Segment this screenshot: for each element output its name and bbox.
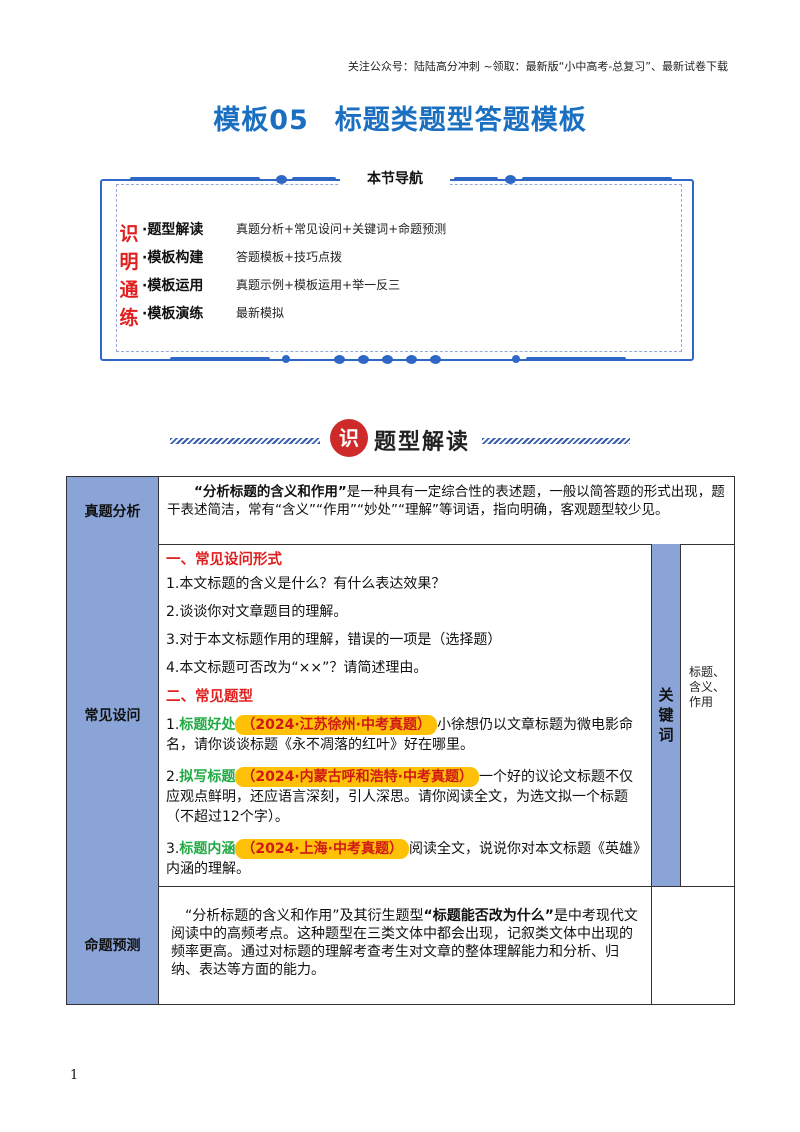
keyword-value: 标题、含义、作用 (689, 665, 726, 709)
type-item: 3.标题内涵（2024·上海·中考真题）阅读全文，说说你对本文标题《英雄》内涵的… (166, 839, 642, 879)
row1-text: 是一种具有一定综合性的表述题，一般以简答题的形式出现，题干表述简洁，常有“含义”… (167, 484, 725, 518)
nav-item-desc: 最新模拟 (236, 306, 285, 320)
sec1-title-text: 一、常见设问形式 (166, 552, 282, 568)
nav-item: ·模板演练 最新模拟 (142, 306, 285, 322)
nav-bottom-dot (282, 355, 290, 363)
nav-bottom-deco-line (170, 357, 270, 361)
nav-bottom-dot (382, 355, 393, 364)
type-item: 2.拟写标题（2024·内蒙古呼和浩特·中考真题）一个好的议论文标题不仅应观点鲜… (166, 767, 642, 827)
banner-stripe-right (482, 438, 630, 444)
nav-deco-line-mid-right (454, 177, 498, 181)
sec2-title: 二、常见题型 (166, 685, 253, 706)
type-name: 拟写标题 (179, 769, 236, 785)
row-label: 常见设问 (67, 544, 159, 886)
side-char: 识 (119, 223, 139, 245)
source-badge: （2024·江苏徐州·中考真题） (235, 715, 437, 735)
row-divider (67, 544, 734, 545)
nav-deco-line-left (130, 177, 260, 181)
source-badge: （2024·内蒙古呼和浩特·中考真题） (235, 767, 479, 787)
sec2-title-text: 二、常见题型 (166, 689, 253, 705)
nav-bottom-dot (406, 355, 417, 364)
question-item: 4.本文标题可否改为“××”？请简述理由。 (166, 660, 428, 676)
side-char: 明 (119, 251, 139, 273)
nav-side-chars: 识 明 通 练 (116, 220, 142, 332)
nav-deco-line-right (522, 177, 672, 181)
row3-text-a: “分析标题的含义和作用”及其衍生题型 (185, 908, 424, 924)
question-item: 1.本文标题的含义是什么？有什么表达效果？ (166, 576, 446, 592)
page-number: 1 (70, 1068, 79, 1083)
nav-bottom-dot (512, 355, 520, 363)
nav-item-label: 题型解读 (147, 222, 204, 238)
type-text: 阅读全文，说说你对本文标题《英雄》内涵的理解。 (166, 841, 640, 877)
keyword-label-cell: 关键词 (651, 544, 681, 886)
nav-inner-border (116, 184, 682, 352)
type-name: 标题好处 (179, 717, 236, 733)
row3-bold-mid: “标题能否改为什么” (423, 908, 554, 924)
banner-stripe-left (170, 438, 320, 444)
type-item: 1.标题好处（2024·江苏徐州·中考真题）小徐想仍以文章标题为微电影命名，请你… (166, 715, 642, 755)
nav-title: 本节导航 (340, 167, 450, 191)
nav-item-desc: 真题示例+模板运用+举一反三 (236, 278, 401, 292)
section-banner: 识 题型解读 (170, 418, 630, 462)
title-part1: 模板05 (213, 105, 309, 136)
banner-seal-icon: 识 (330, 419, 368, 457)
nav-item-label: 模板构建 (147, 250, 204, 266)
row-divider (67, 886, 734, 887)
type-name: 标题内涵 (179, 841, 236, 857)
side-char: 通 (119, 279, 139, 301)
nav-bottom-deco-line (526, 357, 626, 361)
type-num: 1. (166, 717, 180, 733)
title-part2: 标题类题型答题模板 (334, 105, 587, 136)
keyword-label: 关键词 (658, 686, 674, 744)
type-num: 3. (166, 841, 180, 857)
row-label: 真题分析 (67, 477, 159, 544)
sec1-title: 一、常见设问形式 (166, 548, 282, 569)
nav-bottom-dot (334, 355, 345, 364)
nav-deco-dot (505, 175, 516, 184)
type-text: 小徐想仍以文章标题为微电影命名，请你谈谈标题《永不凋落的红叶》好在哪里。 (166, 717, 633, 753)
nav-item-label: 模板运用 (147, 278, 204, 294)
row1-bold-lead: “分析标题的含义和作用” (194, 484, 347, 500)
type-text: 一个好的议论文标题不仅应观点鲜明，还应语言深刻，引人深思。请你阅读全文，为选文拟… (166, 769, 633, 825)
banner-title: 题型解读 (374, 429, 471, 455)
page-title: 模板05 标题类题型答题模板 (0, 98, 800, 137)
row3-content: “分析标题的含义和作用”及其衍生题型“标题能否改为什么”是中考现代文阅读中的高频… (171, 907, 645, 979)
nav-bottom-dot (430, 355, 441, 364)
question-item: 2.谈谈你对文章题目的理解。 (166, 604, 348, 620)
nav-deco-dot (276, 175, 287, 184)
row-label: 命题预测 (67, 886, 159, 1004)
source-badge: （2024·上海·中考真题） (235, 839, 409, 859)
nav-item-label: 模板演练 (147, 306, 204, 322)
nav-bottom-dot (358, 355, 369, 364)
nav-item: ·题型解读 真题分析+常见设问+关键词+命题预测 (142, 222, 447, 238)
row1-content: “分析标题的含义和作用”是一种具有一定综合性的表述题，一般以简答题的形式出现，题… (167, 483, 727, 519)
question-item: 3.对于本文标题作用的理解，错误的一项是（选择题） (166, 632, 502, 648)
row3-text-b: 是中考现代文阅读中的高频考点。这种题型在三类文体中都会出现，记叙类文体中出现的频… (171, 908, 638, 978)
header-note: 关注公众号：陆陆高分冲刺 ~领取：最新版“小中高考-总复习”、最新试卷下载 (347, 60, 728, 73)
nav-deco-line-mid-left (292, 177, 336, 181)
analysis-table: 真题分析 “分析标题的含义和作用”是一种具有一定综合性的表述题，一般以简答题的形… (66, 476, 735, 1005)
nav-item: ·模板构建 答题模板+技巧点拨 (142, 250, 343, 266)
col-divider (651, 886, 652, 1004)
nav-item: ·模板运用 真题示例+模板运用+举一反三 (142, 278, 401, 294)
type-num: 2. (166, 769, 180, 785)
side-char: 练 (119, 307, 139, 329)
nav-item-desc: 真题分析+常见设问+关键词+命题预测 (236, 222, 447, 236)
nav-item-desc: 答题模板+技巧点拨 (236, 250, 343, 264)
